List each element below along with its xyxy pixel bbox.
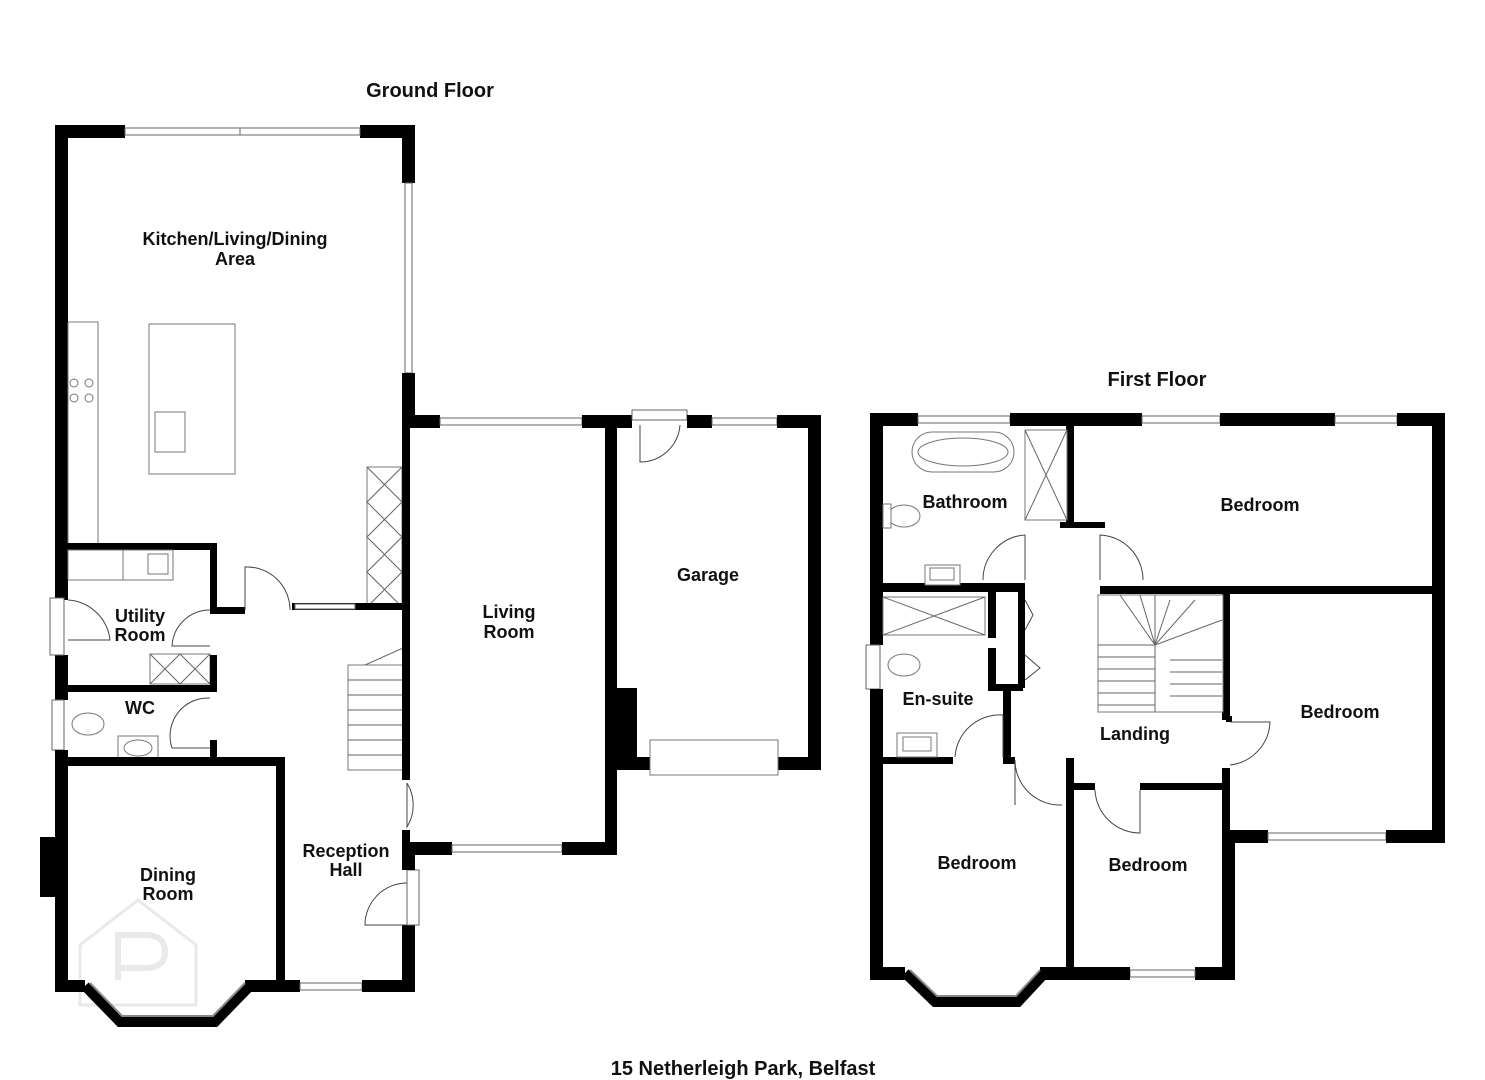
room-label-bathroom: Bathroom [923, 492, 1008, 512]
ground-floor-title: Ground Floor [366, 80, 494, 102]
address-caption: 15 Netherleigh Park, Belfast [611, 1058, 876, 1080]
room-label-dining-1: Dining [140, 865, 196, 885]
room-label-bedroom-bottom-left: Bedroom [937, 853, 1016, 873]
first-floor-plan [865, 413, 1445, 1007]
first-floor-labels: First Floor Bathroom Bedroom En-suite La… [902, 369, 1379, 875]
room-label-wc: WC [125, 698, 155, 718]
room-label-kitchen-2: Area [215, 249, 256, 269]
ground-floor-plan [40, 125, 821, 1027]
room-label-ensuite: En-suite [902, 689, 973, 709]
room-label-bedroom-right: Bedroom [1300, 702, 1379, 722]
room-label-reception-2: Hall [329, 860, 362, 880]
room-label-utility-1: Utility [115, 606, 165, 626]
room-label-dining-2: Room [143, 884, 194, 904]
room-label-garage: Garage [677, 565, 739, 585]
room-label-kitchen-1: Kitchen/Living/Dining [143, 229, 328, 249]
ground-floor-labels: Ground Floor Kitchen/Living/Dining Area … [115, 80, 740, 904]
room-label-living-1: Living [483, 602, 536, 622]
room-label-bedroom-bottom-mid: Bedroom [1108, 855, 1187, 875]
first-floor-title: First Floor [1108, 369, 1207, 391]
room-label-living-2: Room [484, 622, 535, 642]
watermark-logo-icon [78, 898, 198, 1007]
room-label-bedroom-top: Bedroom [1220, 495, 1299, 515]
room-label-reception-1: Reception [302, 841, 389, 861]
room-label-landing: Landing [1100, 724, 1170, 744]
room-label-utility-2: Room [115, 625, 166, 645]
